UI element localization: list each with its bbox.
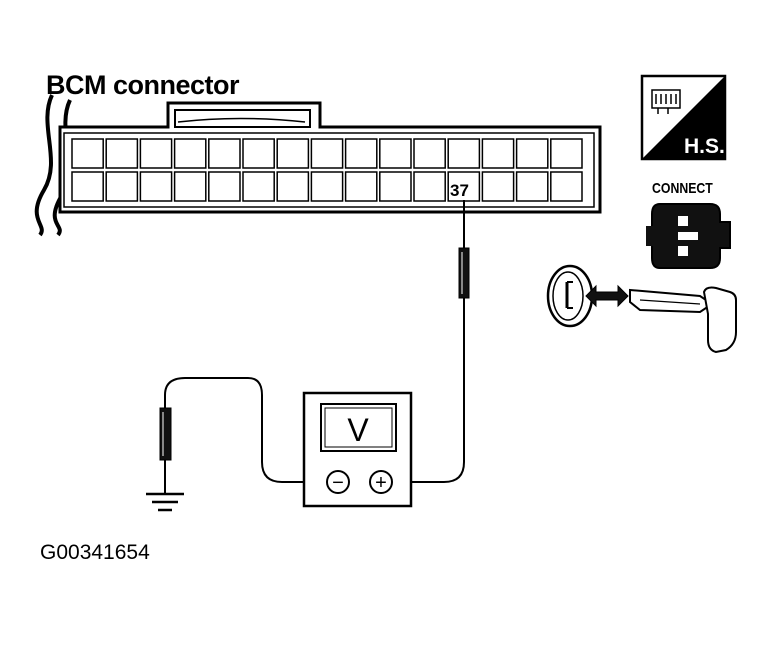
pin-cavity: [139, 138, 173, 169]
pin-cavity: [310, 138, 344, 169]
positive-probe: [398, 200, 470, 483]
pin-cavity: [550, 171, 583, 202]
pin-cavity: [208, 171, 241, 202]
positive-terminal-symbol: +: [375, 472, 387, 494]
pin-cavity: [242, 171, 275, 202]
negative-probe: [159, 377, 322, 494]
negative-terminal-symbol: −: [332, 472, 344, 494]
pin-cavity: [276, 171, 310, 202]
pin-cavity: [344, 171, 378, 202]
ground-symbol: [146, 492, 184, 512]
pin-cavity: [379, 171, 412, 202]
pin-cavity: [447, 171, 481, 202]
pin-cavity: [71, 138, 104, 169]
pin-cavity: [139, 171, 173, 202]
pin-cavity: [242, 138, 275, 169]
insert-arrow: [585, 284, 629, 308]
ignition-key-icon: [546, 264, 737, 354]
positive-terminal: [369, 470, 393, 494]
voltmeter-symbol: V: [347, 412, 369, 448]
pin-cavity: [413, 138, 446, 169]
pin-cavity: [515, 171, 549, 202]
key-blade: [629, 288, 714, 314]
connect-label: CONNECT: [652, 180, 713, 197]
pin-cavity: [173, 138, 207, 169]
pin-cavity: [71, 171, 104, 202]
connect-icon: [646, 203, 731, 269]
pin-cavity: [208, 138, 241, 169]
pin-cavity: [550, 138, 583, 169]
key-head: [702, 286, 737, 354]
hs-label: H.S.: [684, 135, 725, 158]
pin-cavity: [105, 138, 139, 169]
figure-id: G00341654: [40, 541, 150, 564]
connector-pin-grid: [71, 138, 583, 202]
pin-cavity: [310, 171, 344, 202]
negative-terminal: [326, 470, 350, 494]
voltmeter-display: [320, 403, 397, 452]
pin-cavity: [481, 138, 515, 169]
pin-cavity: [173, 171, 207, 202]
pin-cavity: [276, 138, 310, 169]
pin-cavity: [379, 138, 412, 169]
pin-cavity: [344, 138, 378, 169]
pin-cavity: [447, 138, 481, 169]
pin-cavity: [481, 171, 515, 202]
harness-connector-icon: [651, 89, 681, 114]
harness-side-icon: H.S.: [640, 74, 727, 161]
pin-37-label: 37: [450, 181, 469, 200]
pin-cavity: [515, 138, 549, 169]
voltmeter: V − +: [302, 391, 413, 508]
connector-title: BCM connector: [46, 70, 240, 100]
pin-cavity: [105, 171, 139, 202]
pin-cavity: [413, 171, 446, 202]
